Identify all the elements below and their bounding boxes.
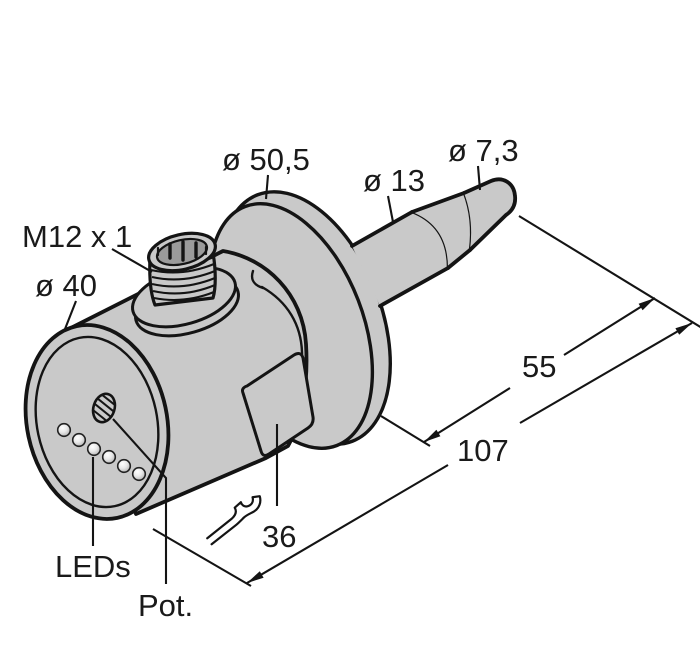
front-face-rim [34,335,160,509]
label-connector-thread: M12 x 1 [22,219,132,254]
led-indicator [86,441,102,457]
probe-tip [464,179,516,250]
probe-shaft [352,212,448,306]
label-probe-length: 55 [522,349,556,384]
led-indicator [56,422,72,438]
wrench-icon [206,495,262,546]
ext-line-body [152,528,252,587]
label-wrench-size: 36 [262,519,296,554]
dim55-arrow-right [638,298,655,311]
label-total-length: 107 [457,433,509,468]
label-leds: LEDs [55,549,131,584]
led-row [56,422,147,482]
label-body-diameter: ø 40 [35,268,97,303]
label-shaft-diameter: ø 13 [363,163,425,198]
dim107-line-a [246,464,449,584]
dim55-arrow-left [424,429,441,442]
m12-connector [131,231,240,338]
leader-d40 [64,300,77,330]
dim55-line-b [563,297,656,356]
led-indicator [131,466,147,482]
leader-m12 [111,248,153,273]
led-indicator [116,458,132,474]
dimension-lines [152,215,700,587]
leader-d73 [476,165,482,191]
leader-lines [64,165,482,584]
labels: ø 50,5 ø 7,3 ø 13 M12 x 1 ø 40 55 107 36… [22,133,556,623]
dim107-arrow-left [247,571,264,583]
led-indicator [71,432,87,448]
ext-line-tip [518,215,700,329]
leader-d13 [386,195,395,223]
dim107-line-b [519,322,693,424]
leader-pot [112,418,168,584]
probe-cone [412,193,472,268]
ext-line-flange [380,415,431,447]
connector-pins [156,240,208,262]
dim107-arrow-right [675,323,692,335]
label-pot: Pot. [138,588,193,623]
leader-d50 [264,174,270,200]
probe [350,177,518,308]
label-tip-diameter: ø 7,3 [448,133,519,168]
label-flange-diameter: ø 50,5 [222,142,310,177]
led-indicator [101,449,117,465]
wrench-flat-pad [241,352,315,457]
